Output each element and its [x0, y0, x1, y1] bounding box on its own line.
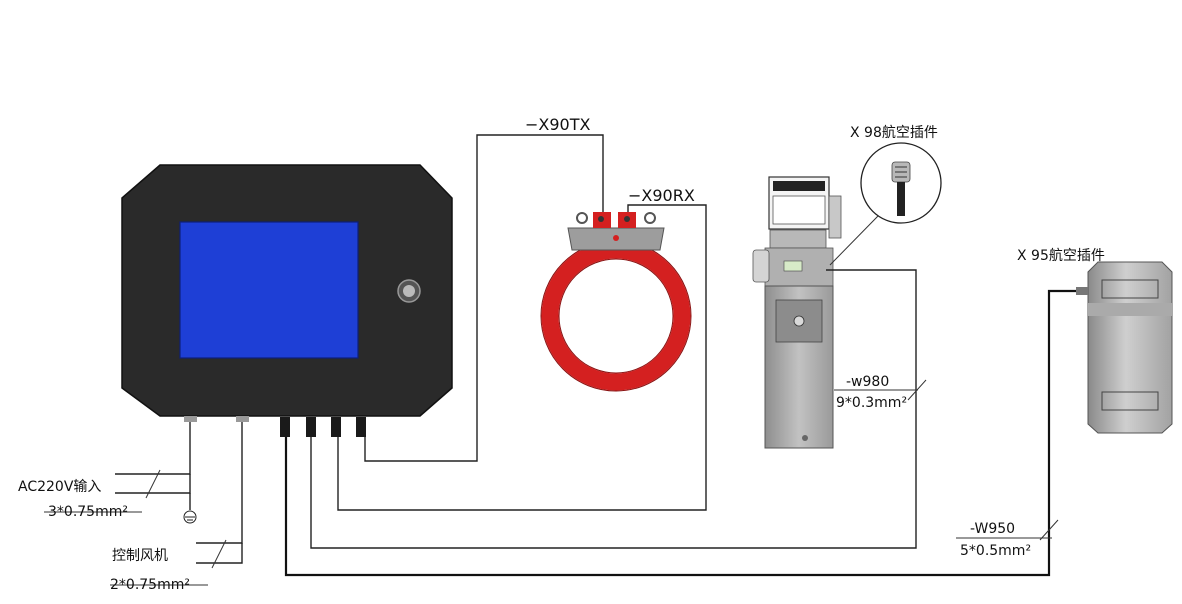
analyzer-display [783, 260, 803, 272]
connector-row [280, 417, 366, 437]
label-fan: 控制风机 [112, 548, 168, 564]
label-power-spec: 3*0.75mm² [48, 504, 128, 520]
label-w980-spec: 9*0.3mm² [836, 395, 907, 411]
x95-plug [1076, 287, 1088, 295]
label-w950-name: -W950 [970, 521, 1015, 537]
label-power-in: AC220V输入 [18, 479, 101, 495]
analyzer-unit [752, 176, 842, 449]
label-fan-spec: 2*0.75mm² [110, 577, 190, 593]
display-screen [179, 221, 359, 359]
label-x95: X 95航空插件 [1017, 248, 1105, 264]
label-x90rx: −X90RX [628, 186, 695, 205]
ring-sensor [540, 212, 692, 392]
cabinet-knob-icon [397, 279, 421, 303]
x98-callout [829, 142, 942, 266]
gland-fan [236, 416, 249, 422]
gland-power [184, 416, 197, 422]
label-w950-spec: 5*0.5mm² [960, 543, 1031, 559]
wires [44, 134, 1076, 586]
label-x98: X 98航空插件 [850, 125, 938, 141]
fan-box [1076, 261, 1173, 434]
ground-icon [183, 510, 197, 524]
label-x90tx: −X90TX [525, 115, 591, 134]
label-w980-name: -w980 [846, 374, 889, 390]
control-cabinet [121, 164, 453, 437]
